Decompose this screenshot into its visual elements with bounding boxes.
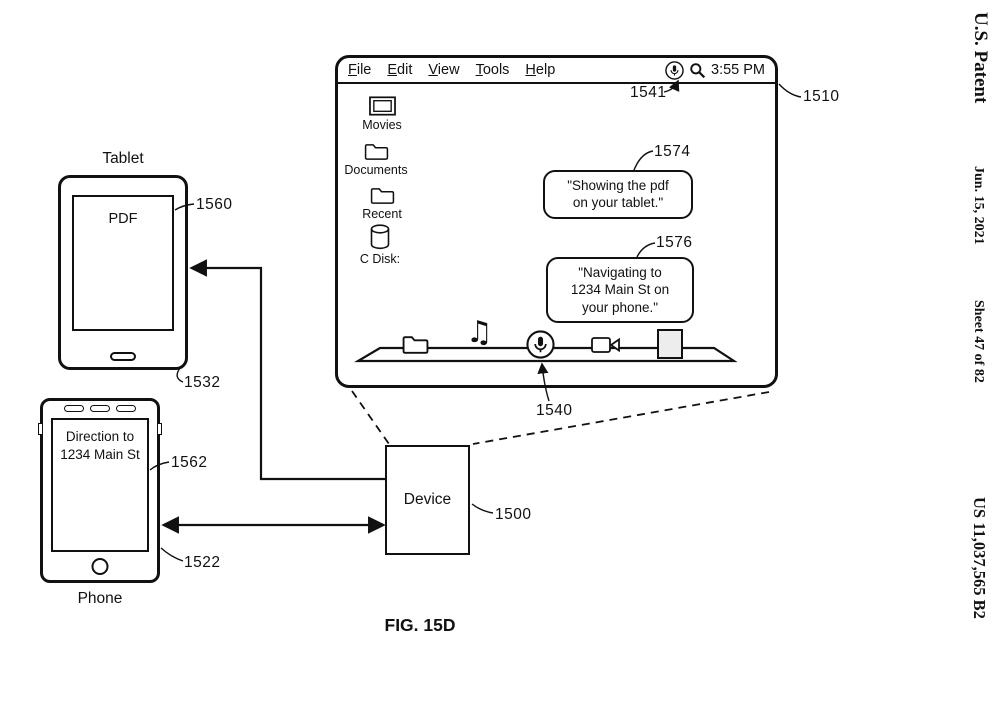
folder-icon (364, 144, 388, 160)
microphone-icon (665, 60, 684, 80)
speech-bubble-phone: "Navigating to 1234 Main St on your phon… (546, 257, 694, 323)
ref-label-1532: 1532 (184, 374, 221, 391)
ref-label-1540: 1540 (536, 402, 573, 419)
ref-label-1500: 1500 (495, 506, 532, 523)
ref-label-1510: 1510 (803, 88, 840, 105)
patent-publication: U.S. Patent (970, 12, 991, 104)
ref-label-1574: 1574 (654, 143, 691, 160)
tablet-device: PDF (58, 175, 188, 370)
video-camera-icon (591, 337, 620, 353)
leader-1510 (778, 83, 802, 98)
ref-label-1541: 1541 (630, 84, 667, 101)
leader-1522 (160, 547, 184, 562)
desktop-icon-cdisk: C Disk: (342, 224, 418, 266)
desktop-icon-label: C Disk: (359, 252, 401, 266)
patent-number: US 11,037,565 B2 (970, 497, 989, 619)
speech-bubble-tablet: "Showing the pdf on your tablet." (543, 170, 693, 219)
patent-sheet-number: Sheet 47 of 82 (971, 300, 986, 383)
leader-1500 (471, 503, 494, 514)
tablet-caption: Tablet (102, 150, 144, 167)
window-icon (657, 329, 683, 359)
phone-sensor (90, 405, 110, 412)
ref-label-1522: 1522 (184, 554, 221, 571)
device-screen-panel: File Edit View Tools Help 3:55 PM (335, 55, 778, 388)
phone-sensors (64, 405, 136, 412)
menu-item-help: Help (525, 62, 556, 78)
phone-side-button (157, 423, 162, 435)
disk-cylinder-icon (370, 224, 390, 250)
ref-label-1576: 1576 (656, 234, 693, 251)
phone-home-button (91, 558, 109, 575)
menu-bar: File Edit View Tools Help 3:55 PM (338, 58, 775, 84)
phone-sensor (64, 405, 84, 412)
tablet-screen: PDF (72, 195, 174, 331)
menu-item-edit: Edit (387, 62, 413, 78)
tablet-home-button (110, 352, 136, 361)
microphone-icon (526, 330, 555, 359)
projection-dashed-left (351, 390, 390, 445)
desktop-icon-documents: Documents (338, 142, 414, 177)
phone-caption: Phone (77, 590, 123, 607)
desktop-icon-label: Documents (344, 163, 408, 177)
search-icon (690, 62, 706, 78)
menu-item-file: File (348, 62, 372, 78)
desktop-icon-label: Movies (362, 118, 402, 132)
folder-icon (370, 188, 394, 204)
leader-1532 (176, 367, 184, 383)
device-box: Device (385, 445, 470, 555)
music-note-icon: ♫ (466, 315, 493, 350)
phone-device: Direction to 1234 Main St (38, 398, 162, 583)
menu-item-view: View (428, 62, 460, 78)
desktop-icon-movies: Movies (344, 96, 420, 132)
phone-sensor (116, 405, 136, 412)
figure-caption: FIG. 15D (384, 615, 456, 635)
display-icon (368, 96, 396, 116)
ref-label-1560: 1560 (196, 196, 233, 213)
folder-icon (402, 336, 429, 354)
menu-item-tools: Tools (475, 62, 510, 78)
projection-dashed-right (472, 391, 770, 445)
desktop-icon-label: Recent (362, 207, 402, 221)
desktop-icon-recent: Recent (344, 186, 420, 221)
phone-screen: Direction to 1234 Main St (51, 418, 149, 552)
ref-label-1562: 1562 (171, 454, 208, 471)
clock-text: 3:55 PM (711, 62, 765, 78)
phone-side-button (38, 423, 43, 435)
menu-bar-status: 3:55 PM (665, 60, 765, 80)
patent-date: Jun. 15, 2021 (971, 166, 986, 245)
